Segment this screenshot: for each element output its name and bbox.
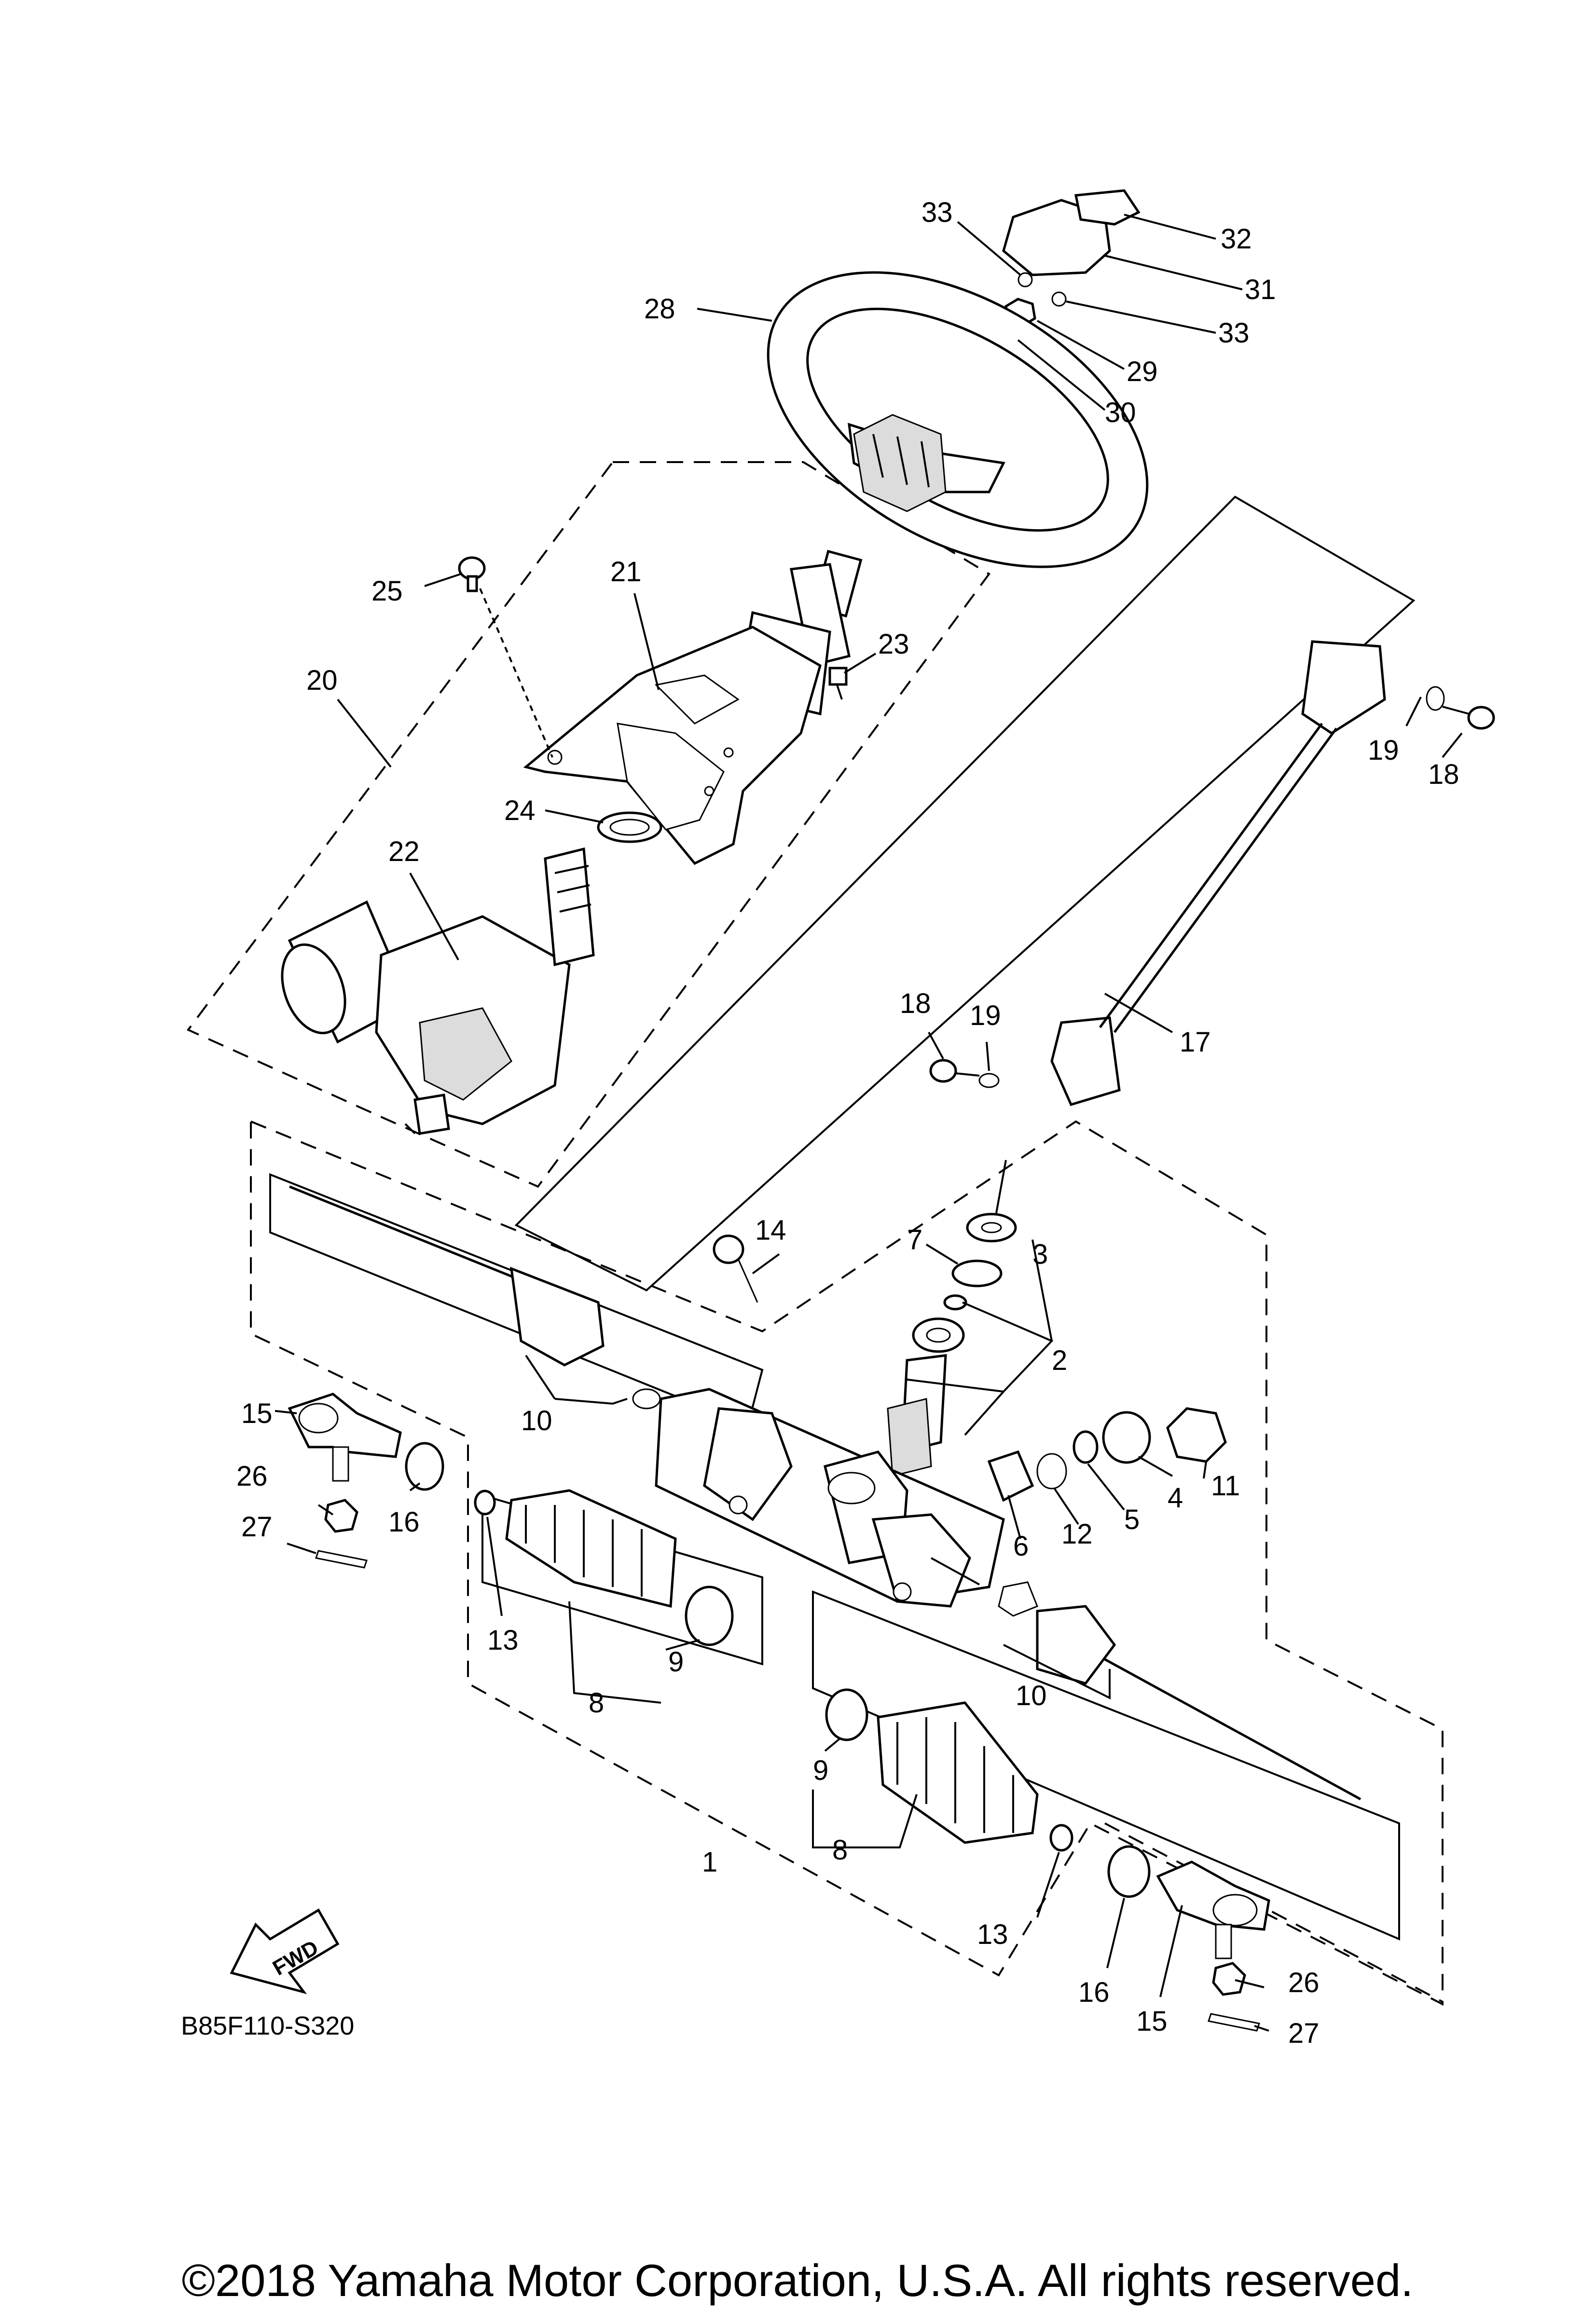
bolt-23 (828, 667, 848, 700)
callout-3: 3 (1032, 1239, 1048, 1270)
callout-25: 25 (371, 575, 403, 607)
nut-26-right (1212, 1962, 1246, 1996)
callout-10-right: 10 (1016, 1680, 1047, 1711)
bolt-18-upper (1442, 706, 1495, 730)
callout-16-left: 16 (388, 1506, 420, 1538)
callout-12: 12 (1061, 1518, 1093, 1550)
steering-shaft-17 (1050, 640, 1386, 1107)
callout-14: 14 (755, 1215, 786, 1246)
callout-27-right: 27 (1288, 2018, 1320, 2049)
bolt-25-leader (479, 588, 553, 758)
callout-10-left: 10 (521, 1405, 552, 1436)
callout-15-right: 15 (1136, 2006, 1168, 2037)
callout-8-right: 8 (832, 1834, 848, 1866)
callout-19-upper: 19 (1368, 735, 1399, 766)
boot-left-8 (505, 1489, 677, 1608)
sleeve-16-right (1107, 1845, 1151, 1898)
steering-column-21 (523, 549, 863, 865)
callout-21: 21 (610, 556, 642, 588)
o-ring-12 (1036, 1453, 1067, 1490)
callout-13-right: 13 (977, 1919, 1008, 1950)
copyright-notice: ©2018 Yamaha Motor Corporation, U.S.A. A… (182, 2255, 1414, 2306)
steering-wheel-28 (767, 271, 1149, 568)
circlip-7 (951, 1259, 1003, 1287)
washer-19-lower (978, 1073, 1000, 1088)
callout-18-upper: 18 (1428, 759, 1459, 790)
tie-rod-end-right-15 (1156, 1860, 1270, 1959)
fwd-arrow: FWD (230, 1908, 340, 1995)
group-box-tie-rod-end-right (1104, 1822, 1443, 2003)
bolt-18-lower (929, 1059, 980, 1083)
frame-tie-rod-right (812, 1590, 1400, 1941)
callout-16-right: 16 (1078, 1977, 1110, 2008)
callout-23: 23 (878, 629, 909, 660)
seal-3 (966, 1213, 1017, 1243)
sleeve-16-left (405, 1442, 444, 1491)
band-13-right (1049, 1824, 1073, 1852)
adjuster-4 (1102, 1411, 1151, 1464)
callout-24: 24 (504, 795, 536, 826)
callout-18-lower: 18 (900, 988, 931, 1019)
tie-rod-left-10 (289, 1185, 661, 1409)
emblem-cap-32 (1074, 189, 1141, 226)
callout-17: 17 (1180, 1026, 1211, 1058)
steering-gear-housing-1 (655, 1388, 1005, 1608)
callout-8-left: 8 (589, 1687, 604, 1719)
locknut-11 (1166, 1407, 1227, 1463)
callout-26-right: 26 (1288, 1967, 1320, 1998)
bushing-24 (597, 811, 662, 843)
callout-numbers: 33 32 31 33 28 29 30 25 21 23 20 19 18 2… (236, 197, 1459, 2049)
callout-32: 32 (1221, 223, 1252, 255)
callout-6: 6 (1013, 1531, 1029, 1562)
callout-1: 1 (702, 1846, 717, 1878)
group-box-column-assembly (186, 461, 990, 1188)
nut-26-left (324, 1499, 358, 1533)
callout-5: 5 (1124, 1504, 1140, 1535)
callout-7: 7 (907, 1224, 922, 1256)
tie-rod-end-left-15 (288, 1393, 402, 1482)
steering-cap-group (1002, 189, 1141, 307)
callout-9-left: 9 (668, 1646, 684, 1678)
leader-lines (275, 214, 1463, 2032)
frame-steering-shaft (514, 495, 1416, 1292)
callout-30: 30 (1105, 397, 1136, 428)
callout-2: 2 (1052, 1345, 1067, 1376)
callout-9-right: 9 (813, 1755, 828, 1786)
callout-11: 11 (1211, 1470, 1240, 1502)
band-13-left (474, 1490, 496, 1516)
boot-right-8 (877, 1701, 1039, 1844)
washer-19-upper (1426, 686, 1445, 711)
callout-26-left: 26 (236, 1461, 268, 1492)
callout-19-lower: 19 (970, 1000, 1001, 1031)
group-box-rack-assembly (250, 1120, 1444, 2006)
clamp-9-left (685, 1586, 734, 1646)
plug-6 (987, 1450, 1034, 1502)
callout-33-a: 33 (921, 197, 953, 228)
diagram-code-label: B85F110-S320 (181, 2011, 354, 2040)
callout-29: 29 (1127, 356, 1158, 387)
clamp-9-right (825, 1688, 868, 1741)
bolt-14 (713, 1234, 758, 1303)
callout-28: 28 (644, 293, 675, 325)
callout-31: 31 (1245, 274, 1276, 305)
spring-5 (1072, 1430, 1099, 1464)
power-steering-unit-22 (281, 847, 595, 1135)
callout-27-left: 27 (241, 1511, 273, 1543)
callout-33-b: 33 (1218, 317, 1250, 349)
clip-33-a (1018, 272, 1033, 287)
bolt-25 (458, 556, 486, 592)
cotter-pin-27-right (1208, 2013, 1260, 2032)
callout-20: 20 (306, 665, 338, 696)
callout-15-left: 15 (241, 1398, 273, 1429)
clip-33-b (1051, 291, 1067, 307)
cotter-pin-27-left (315, 1550, 368, 1569)
callout-4: 4 (1168, 1482, 1183, 1514)
callout-13-left: 13 (487, 1625, 519, 1656)
callout-22: 22 (388, 836, 420, 867)
tie-rod-right-10 (998, 1581, 1361, 1801)
